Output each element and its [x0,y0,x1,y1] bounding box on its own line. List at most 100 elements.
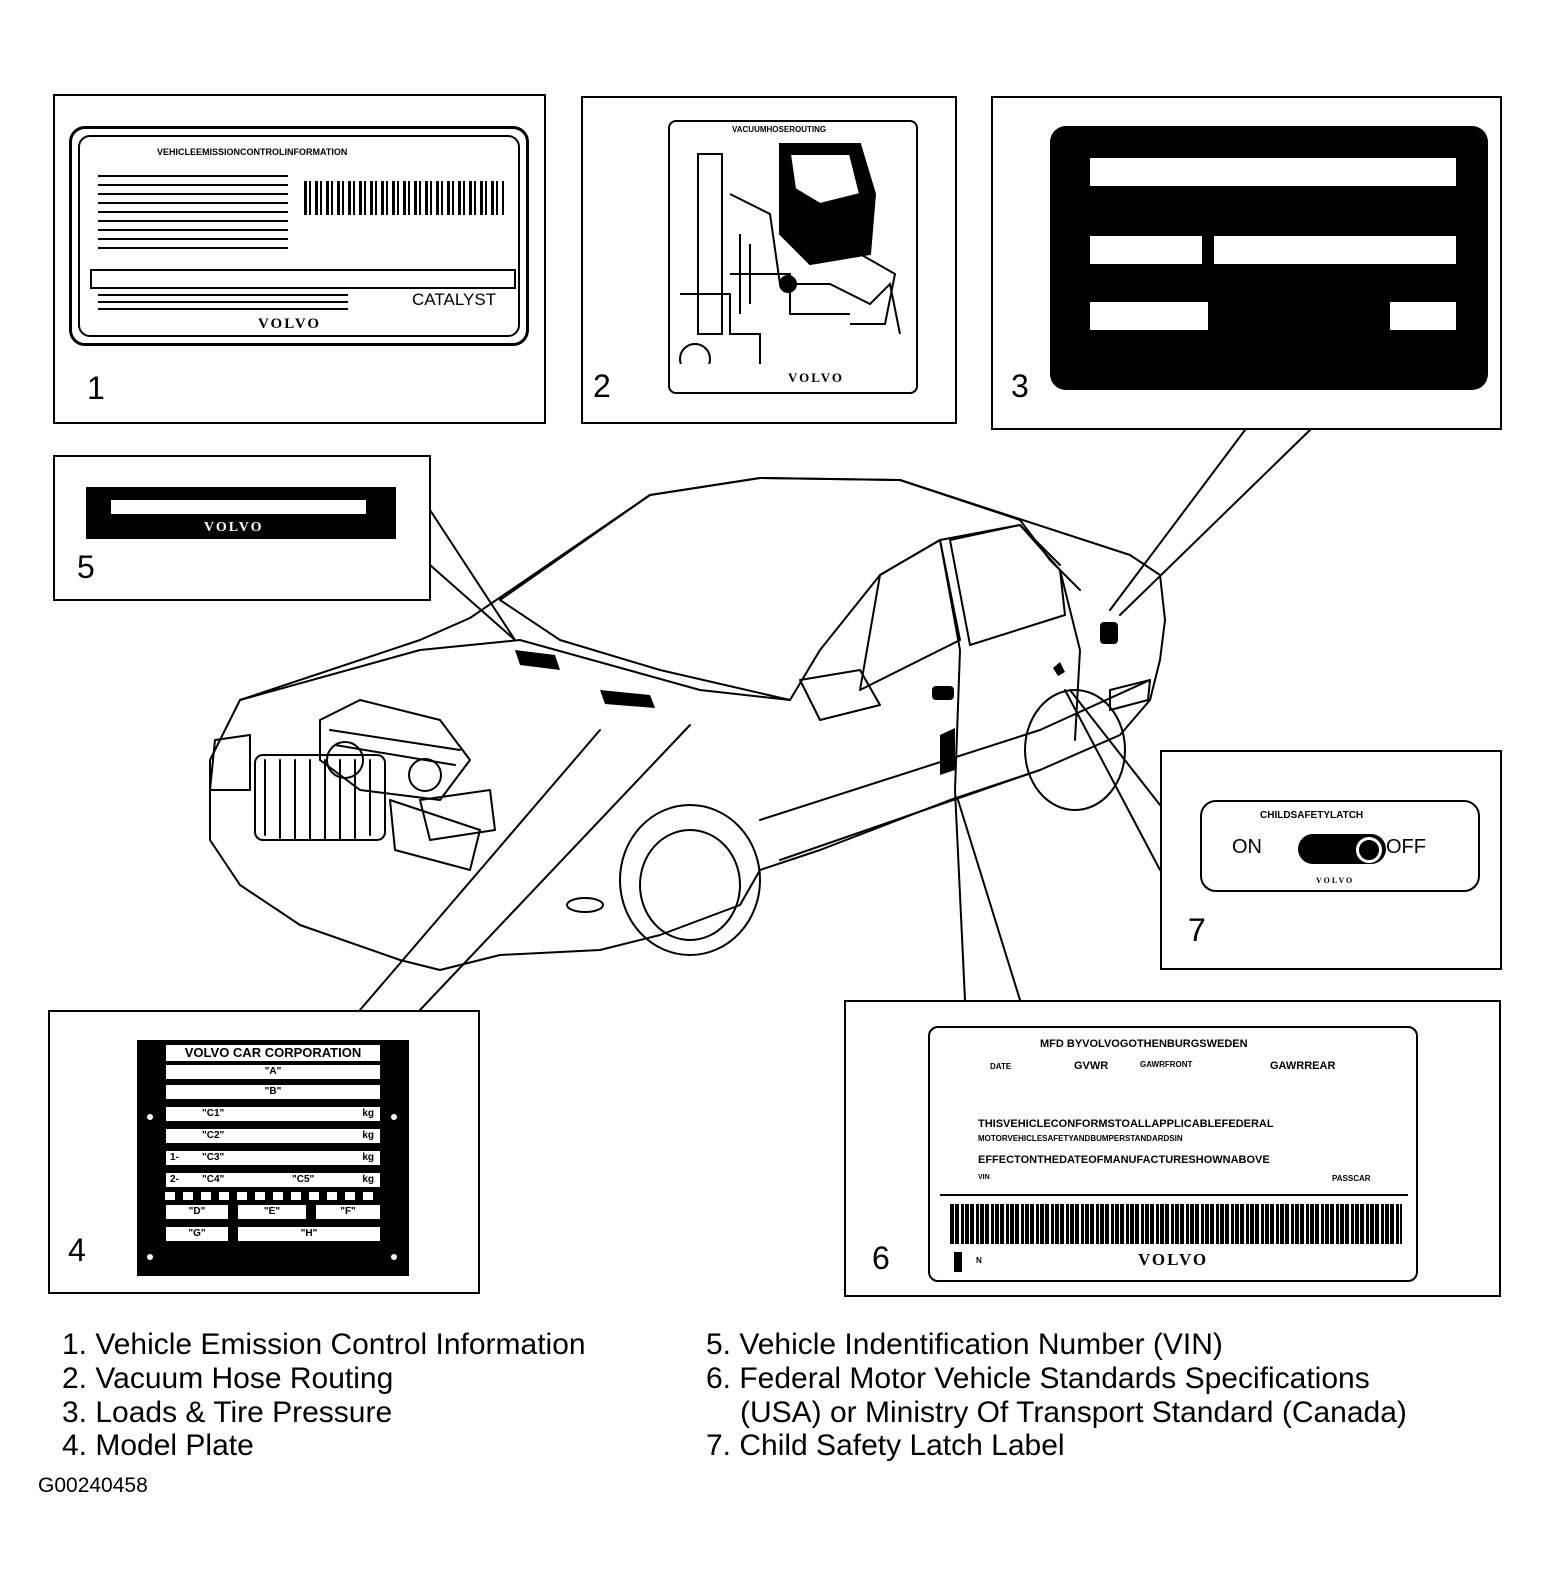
panel-number-6: 6 [872,1240,890,1276]
row-b: "B" [165,1084,381,1100]
plate-stripe [165,1192,381,1200]
c4-index: 2- [170,1174,179,1185]
c2-unit: kg [362,1130,374,1141]
panel-number-2: 2 [593,368,611,404]
engine-part [408,758,442,792]
emission-label-title: VEHICLEEMISSIONCONTROLINFORMATION [157,147,348,157]
rivet [147,1254,153,1260]
front-door-handle [932,686,954,700]
engine-part [326,741,364,779]
emission-label-card: VEHICLEEMISSIONCONTROLINFORMATION CATALY… [69,126,529,346]
side-mirror [799,669,881,721]
latch-toggle-knob [1356,837,1382,863]
model-plate-header: VOLVO CAR CORPORATION [165,1044,381,1062]
row-h: "H" [237,1226,381,1242]
divider [940,1194,1408,1196]
c2-value: "C2" [202,1130,225,1141]
date-label: DATE [990,1062,1012,1071]
child-latch-card: CHILDSAFETYLATCH ON OFF VOLVO [1200,800,1480,892]
leader-line-6 [954,789,1021,1001]
latch-off-label: OFF [1386,836,1426,858]
panel-6-federal-standards-label: MFD BYVOLVOGOTHENBURGSWEDEN DATE GVWR GA… [844,1000,1501,1297]
vin-barcode [950,1204,1402,1244]
legend-item-1: 1. Vehicle Emission Control Information [62,1328,586,1361]
legend-item-3: 3. Loads & Tire Pressure [62,1396,393,1429]
front-wheel-rim [639,829,741,941]
gawr-front-label: GAWRFRONT [1140,1060,1193,1069]
c4-unit: kg [362,1174,374,1185]
panel-number-7: 7 [1188,912,1206,948]
leader-line-5 [429,509,516,641]
leader-line-3 [1109,429,1311,616]
panel-number-1: 1 [87,370,105,406]
vin-label-spot [515,650,560,670]
legend-item-6: 6. Federal Motor Vehicle Standards Speci… [706,1362,1370,1395]
federal-label-card: MFD BYVOLVOGOTHENBURGSWEDEN DATE GVWR GA… [928,1026,1418,1282]
emission-bottom-lines [98,294,348,312]
headlight-left [209,734,251,791]
car-door-line [939,539,961,791]
emission-spec-box [90,269,516,289]
car-hood-edge [239,639,791,701]
c1-unit: kg [362,1108,374,1119]
engine-detail [329,729,496,841]
legend-item-7: 7. Child Safety Latch Label [706,1429,1065,1462]
row-f: "F" [315,1204,381,1220]
row-c3: 1- "C3" kg [165,1150,381,1166]
volvo-logo: VOLVO [258,316,322,332]
car-roof [499,477,1081,601]
conformance-line-3: EFFECTONTHEDATEOFMANUFACTURESHOWNABOVE [978,1154,1270,1166]
gawr-rear-label: GAWRREAR [1270,1060,1336,1072]
door-jamb-label-spot [940,728,955,775]
plate-field [1390,302,1456,330]
panel-3-tire-pressure-label: 3 [991,96,1502,430]
car-side-window-front [859,539,961,691]
latch-label-spot [1053,662,1065,676]
plate-field [1090,302,1208,330]
vacuum-hose-diagram [679,143,901,364]
volvo-logo: VOLVO [788,370,844,385]
passcar-label: PASSCAR [1332,1174,1371,1183]
rear-wheel [1024,689,1126,811]
c1-value: "C1" [202,1108,225,1119]
car-side-window-rear [949,524,1066,646]
plate-field [1090,158,1456,186]
vin-plate: VOLVO [86,487,396,539]
vin-field [111,500,366,514]
volvo-logo: VOLVO [204,520,264,535]
panel-number-5: 5 [77,549,95,585]
leader-line-7 [1064,689,1161,871]
panel-2-vacuum-routing: VACUUMHOSEROUTING VOLVO 2 [581,96,957,424]
volvo-logo: VOLVO [1316,876,1355,885]
legend-item-6-cont: (USA) or Ministry Of Transport Standard … [740,1396,1407,1429]
bumper-lamp [566,897,604,913]
child-latch-title: CHILDSAFETYLATCH [1260,810,1364,821]
rivet [391,1254,397,1260]
panel-1-emission-label: VEHICLEEMISSIONCONTROLINFORMATION CATALY… [53,94,546,424]
headlight-right [389,799,481,871]
car-side-crease [759,679,1151,821]
tire-pressure-plate [1050,126,1488,390]
n-marker [954,1252,962,1272]
gvwr-label: GVWR [1074,1060,1109,1072]
plate-field [1090,236,1202,264]
panel-number-4: 4 [68,1232,86,1268]
row-e: "E" [237,1204,307,1220]
row-c1: "C1" kg [165,1106,381,1122]
plate-field [1214,236,1456,264]
c3-index: 1- [170,1152,179,1163]
panel-4-model-plate: VOLVO CAR CORPORATION "A" "B" "C1" kg "C… [48,1010,480,1294]
panel-5-vin-label: VOLVO 5 [53,455,431,601]
n-label: N [976,1256,982,1265]
model-plate: VOLVO CAR CORPORATION "A" "B" "C1" kg "C… [137,1040,409,1276]
grille-slats [264,759,371,841]
conformance-line-2: MOTORVEHICLESAFETYANDBUMPERSTANDARDSIN [978,1134,1183,1143]
latch-toggle[interactable] [1298,834,1386,864]
catalyst-text: CATALYST [412,290,497,309]
rivet [147,1114,153,1120]
grille [254,754,386,841]
row-g: "G" [165,1226,229,1242]
model-plate-spot [600,690,655,708]
barcode [304,181,504,215]
